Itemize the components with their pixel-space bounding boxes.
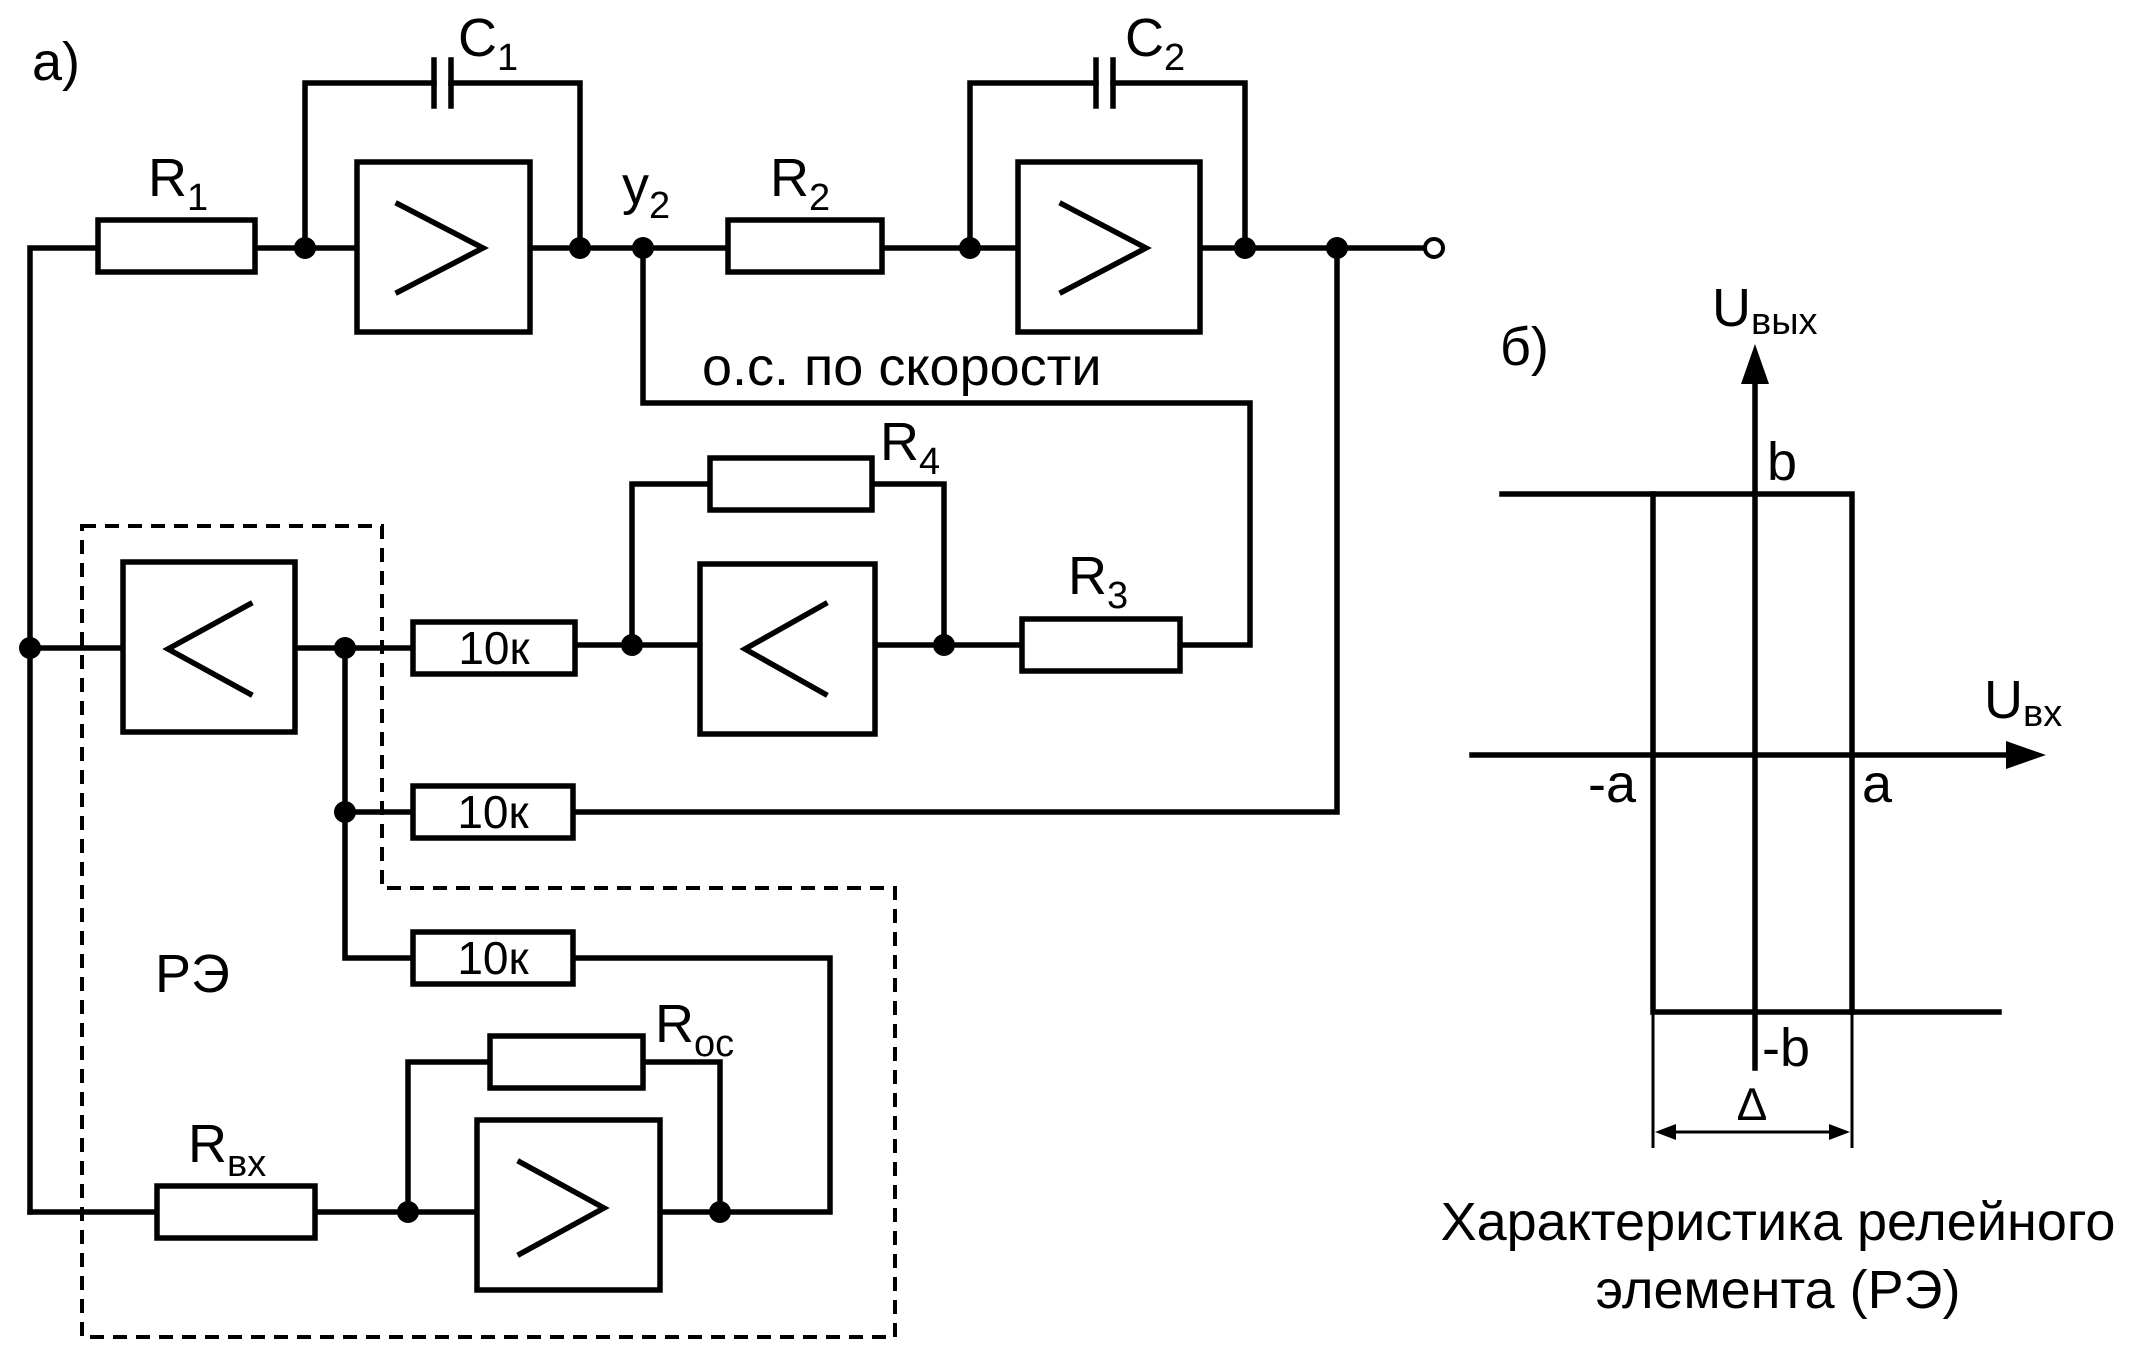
x-axis-arrow — [2006, 741, 2046, 769]
label-r3: R3 — [1068, 546, 1128, 617]
speed-feedback-wire — [640, 245, 1253, 648]
label-r-in: Rвх — [188, 1114, 266, 1185]
relay-element-boundary — [80, 524, 897, 1339]
resistor-r2 — [725, 217, 885, 275]
delta-dimension — [1651, 1012, 1854, 1148]
resistor-r3 — [1019, 616, 1183, 674]
label-10k-2: 10к — [457, 786, 529, 838]
label-r4: R4 — [880, 412, 940, 483]
amplifier-relay-input — [120, 559, 298, 735]
label-r-fb: Rос — [655, 994, 734, 1065]
panel-a-circuit: а) — [19, 8, 1445, 1339]
caption-line-2: элемента (РЭ) — [1596, 1260, 1961, 1320]
label-u-in: Uвх — [1984, 670, 2062, 735]
label-r2: R2 — [770, 148, 830, 219]
caption-line-1: Характеристика релейного — [1441, 1192, 2116, 1252]
panel-a-label: а) — [32, 32, 80, 92]
label-10k-3: 10к — [457, 932, 529, 984]
amplifier-relay-feedback — [474, 1117, 663, 1293]
capacitor-c2 — [1093, 57, 1116, 109]
label-minus-b: -b — [1762, 1018, 1810, 1078]
output-terminal — [1423, 237, 1445, 259]
label-r1: R1 — [148, 148, 208, 219]
label-delta: ∆ — [1738, 1078, 1767, 1130]
label-minus-a: -a — [1588, 754, 1637, 814]
amplifier-integrator-2 — [1015, 159, 1203, 335]
label-c2: C2 — [1125, 8, 1185, 79]
label-10k-1: 10к — [458, 622, 530, 674]
label-b: b — [1767, 432, 1797, 492]
junction-dots — [19, 237, 1348, 1223]
amplifier-integrator-1 — [354, 159, 533, 335]
label-y2: y2 — [622, 156, 670, 227]
panel-b-characteristic: б) Uвых Uвх b -b a -a ∆ Характеристика р… — [1441, 278, 2116, 1320]
capacitor-c1 — [431, 57, 454, 109]
label-u-out: Uвых — [1712, 278, 1818, 343]
resistor-10k-3 — [410, 929, 576, 987]
resistor-r-in — [154, 1183, 318, 1241]
label-relay-element: РЭ — [155, 944, 230, 1004]
label-a: a — [1862, 754, 1893, 814]
resistor-r1 — [95, 217, 258, 275]
panel-b-label: б) — [1500, 317, 1549, 377]
label-c1: C1 — [458, 8, 518, 79]
y-axis-arrow — [1741, 344, 1769, 384]
amplifier-summer — [697, 561, 878, 737]
label-speed-feedback: о.с. по скорости — [702, 337, 1102, 397]
resistor-10k-1 — [410, 619, 578, 677]
inverting-summer — [572, 455, 1183, 737]
resistor-r4 — [707, 455, 875, 513]
resistor-10k-2 — [410, 783, 576, 841]
resistor-r-fb — [487, 1033, 646, 1091]
